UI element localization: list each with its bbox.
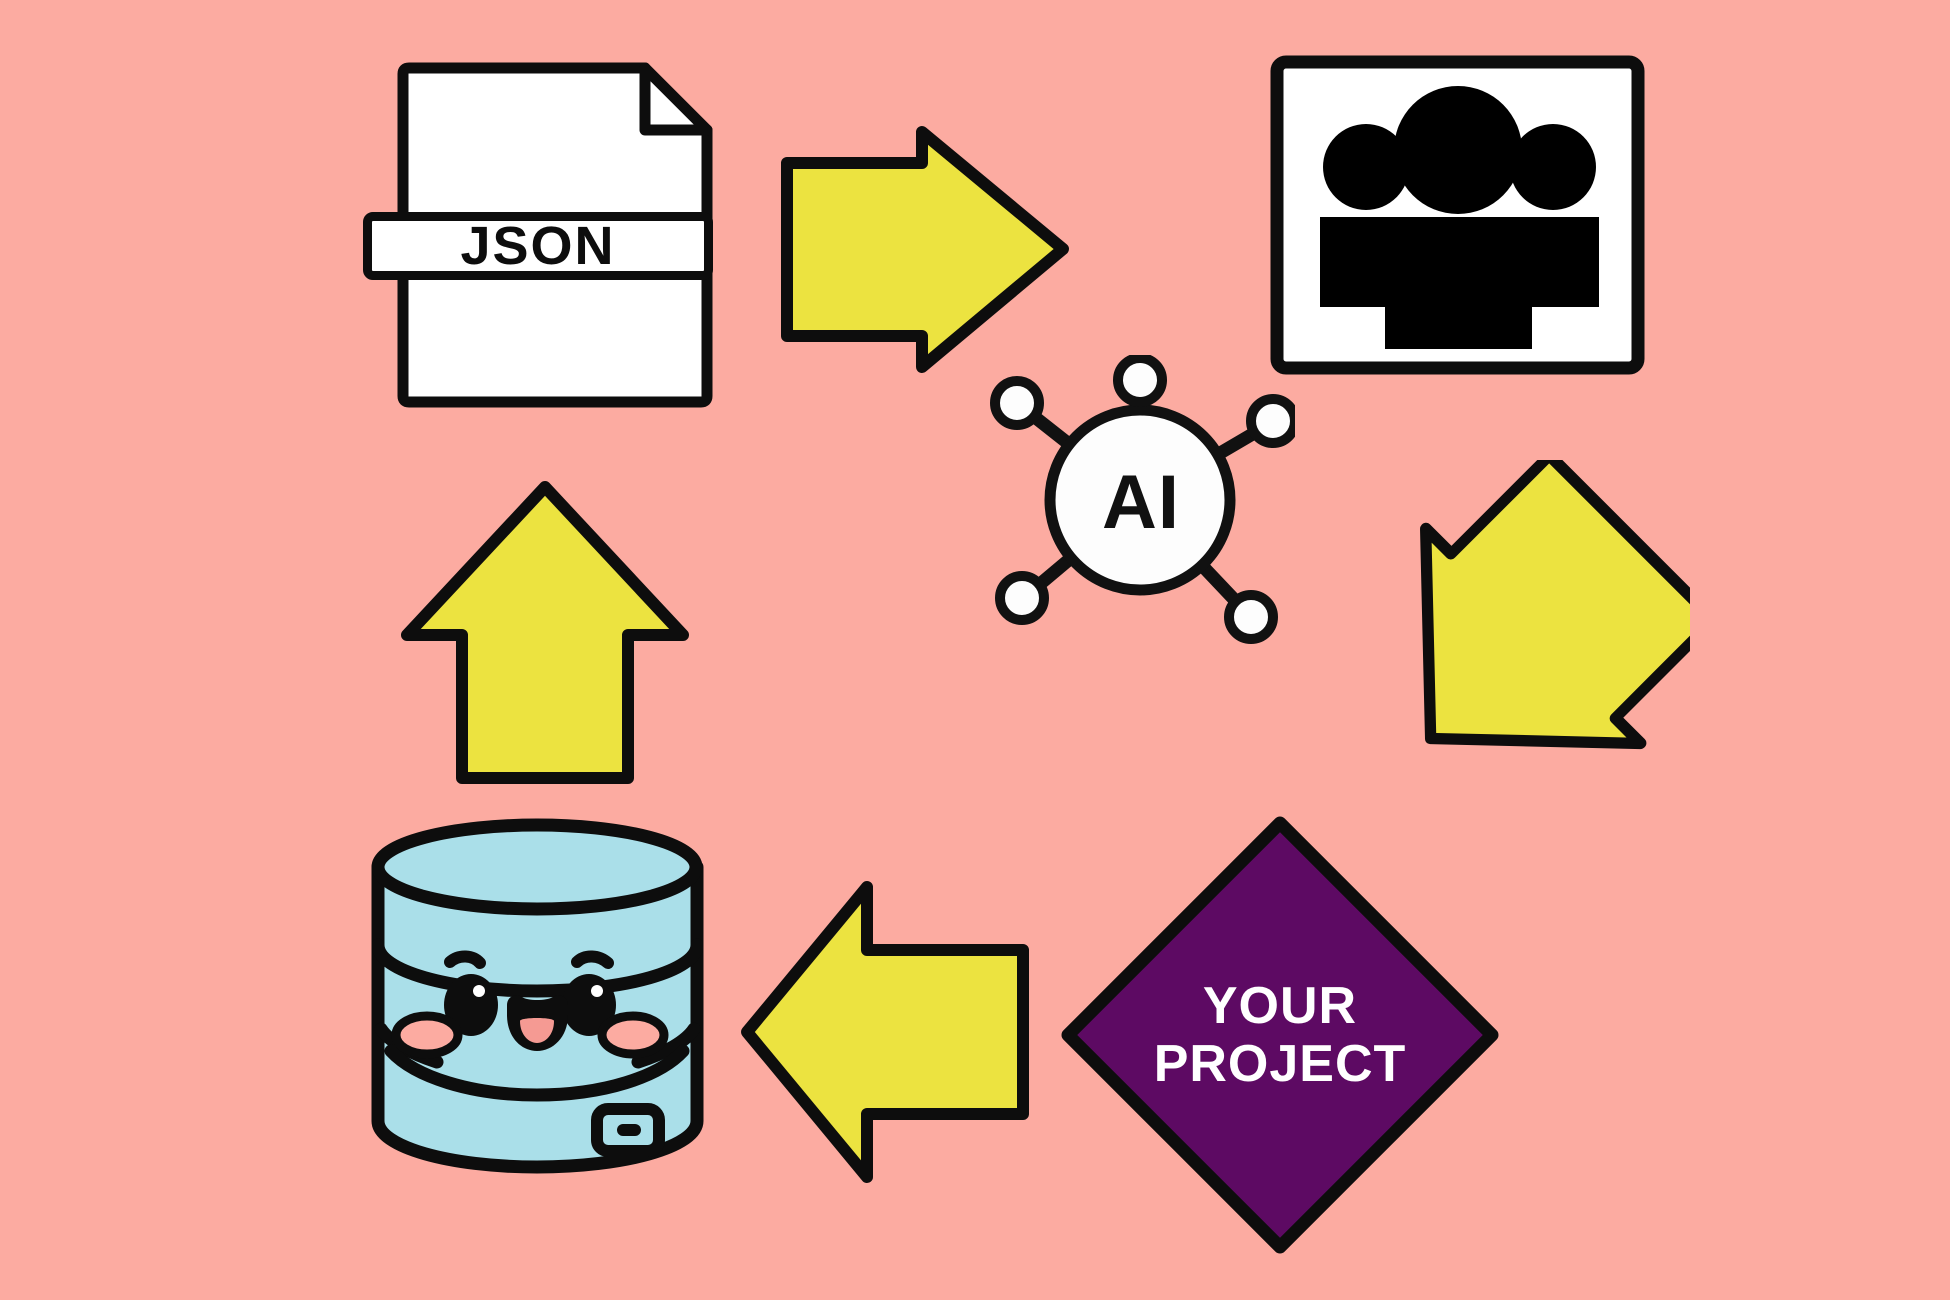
arrow-right-shape: [781, 126, 1069, 373]
eyebrow-left: [444, 950, 486, 969]
database-ring-upper: [371, 938, 704, 998]
eye-highlight-right: [591, 985, 603, 997]
ai-core-circle: [1044, 404, 1236, 596]
ai-network-shape: [990, 355, 1295, 644]
person-head-center: [1394, 86, 1522, 214]
database-cylinder-icon[interactable]: [365, 815, 710, 1175]
blush-left: [391, 1011, 463, 1059]
diamond-shape: [1061, 816, 1499, 1254]
ai-network-icon[interactable]: AI: [985, 355, 1295, 645]
database-ring-lower: [384, 1044, 690, 1102]
tongue: [520, 1018, 554, 1043]
arrow-down-left-icon[interactable]: [1370, 460, 1690, 815]
your-project-diamond[interactable]: YOUR PROJECT: [1060, 815, 1500, 1255]
arrow-right-icon[interactable]: [780, 125, 1070, 375]
arrow-left-shape: [741, 881, 1029, 1183]
ai-satellite-top-right: [1246, 394, 1295, 448]
arrow-up-icon[interactable]: [400, 480, 690, 785]
json-label-badge: JSON: [363, 212, 713, 280]
ai-satellite-bottom-right: [1224, 590, 1278, 644]
arrow-up-shape: [401, 481, 689, 784]
ai-satellite-top: [1113, 355, 1167, 407]
people-group-icon[interactable]: [1270, 55, 1645, 375]
database-status-led: [617, 1124, 641, 1136]
eyebrow-right: [571, 950, 614, 969]
eye-highlight-left: [473, 985, 485, 997]
database-shape: [371, 818, 704, 1174]
database-top: [371, 818, 703, 916]
json-label-text: JSON: [460, 216, 616, 276]
ai-satellite-bottom-left: [995, 571, 1049, 625]
ai-satellite-top-left: [990, 376, 1044, 430]
arrow-left-icon[interactable]: [740, 880, 1030, 1185]
arrow-down-left-shape: [1420, 460, 1690, 750]
blush-right: [597, 1011, 669, 1059]
person-head-right: [1510, 124, 1596, 210]
person-body-center: [1385, 217, 1532, 349]
people-group-shape: [1270, 55, 1645, 375]
person-head-left: [1323, 124, 1409, 210]
